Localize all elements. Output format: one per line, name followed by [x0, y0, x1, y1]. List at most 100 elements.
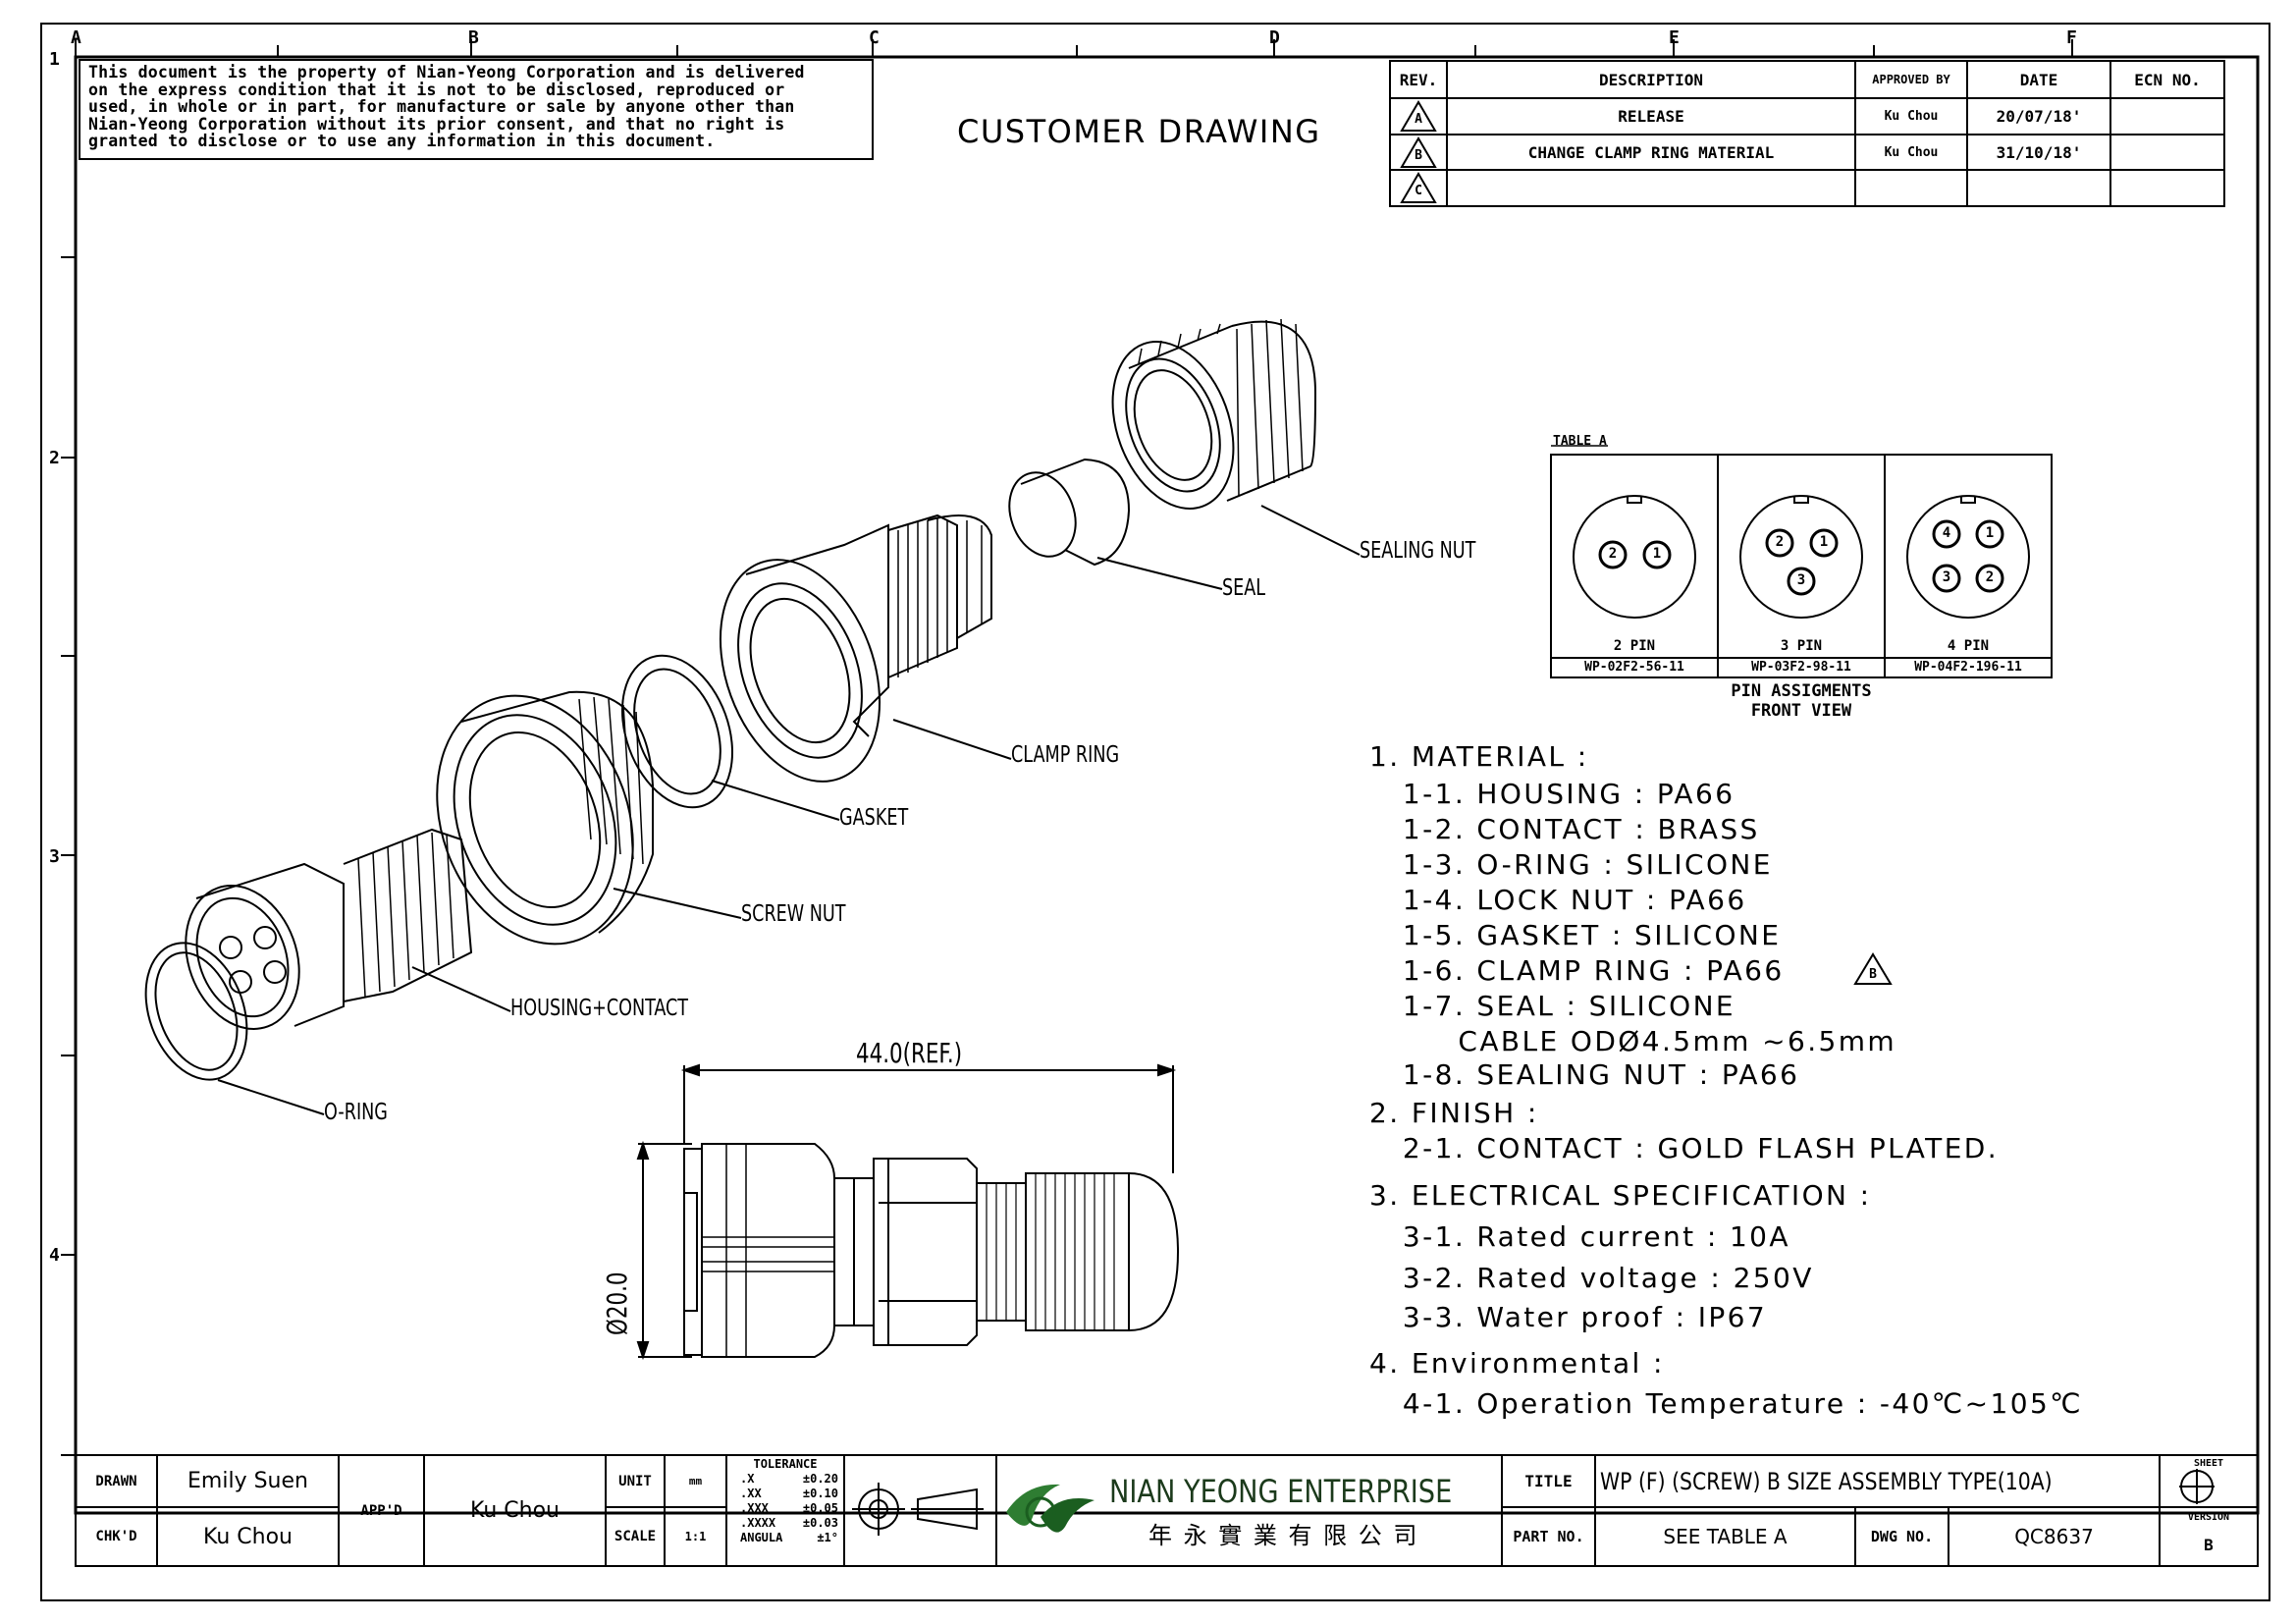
pin-3p-1: 1 — [1819, 534, 1829, 550]
tb-part-label: PART NO. — [1513, 1528, 1584, 1545]
zone-row-1: 1 — [49, 49, 60, 70]
pin-caption-2: FRONT VIEW — [1750, 701, 1852, 721]
tolerance-row: .XXXX±0.03 — [740, 1516, 838, 1530]
label-screw-nut: SCREW NUT — [741, 901, 846, 927]
rev-header-date: DATE — [2019, 70, 2058, 89]
tb-dwg-value: QC8637 — [2014, 1525, 2094, 1548]
rev-a-date: 20/07/18' — [1996, 107, 2082, 126]
spec-line: CABLE ODØ4.5mm ~6.5mm — [1369, 1025, 1897, 1057]
tb-part-value: SEE TABLE A — [1663, 1525, 1788, 1548]
exploded-assembly — [144, 318, 1361, 1115]
zone-col-e: E — [1669, 27, 1680, 48]
label-gasket: GASKET — [839, 805, 909, 831]
zone-col-b: B — [468, 27, 479, 48]
spec-line: 4-1. Operation Temperature : -40℃~105℃ — [1369, 1387, 2084, 1420]
tolerance-row: .XX±0.10 — [740, 1487, 838, 1500]
drawing-title: CUSTOMER DRAWING — [957, 113, 1321, 150]
dim-length: 44.0(REF.) — [856, 1037, 963, 1069]
tb-version-value: B — [2204, 1535, 2214, 1554]
tolerance-row: ANGULA±1° — [740, 1531, 838, 1544]
tolerance-title: TOLERANCE — [753, 1457, 818, 1471]
label-seal: SEAL — [1222, 575, 1266, 601]
pin-2-label: 2 PIN — [1613, 638, 1656, 654]
spec-line: 2-1. CONTACT : GOLD FLASH PLATED. — [1369, 1132, 2000, 1164]
label-clamp-ring: CLAMP RING — [1011, 742, 1120, 768]
rev-b-ecn — [2110, 135, 2224, 170]
spec-line: 1-4. LOCK NUT : PA66 — [1369, 884, 1747, 916]
tolerance-row: .XXX±0.05 — [740, 1501, 838, 1515]
spec-line: 3. ELECTRICAL SPECIFICATION : — [1369, 1179, 1872, 1212]
tb-sheet-label: SHEET — [2193, 1457, 2224, 1469]
tb-unit-label: UNIT — [618, 1473, 652, 1489]
pin-table-title: TABLE A — [1553, 434, 1607, 449]
confidentiality-notice: This document is the property of Nian-Ye… — [79, 59, 874, 160]
assembled-view — [636, 1063, 1180, 1361]
tb-version-label: VERSION — [2187, 1511, 2230, 1523]
tb-drawn-value: Emily Suen — [187, 1469, 308, 1493]
label-sealing-nut: SEALING NUT — [1360, 538, 1476, 564]
spec-line: 1-5. GASKET : SILICONE — [1369, 919, 1782, 951]
rev-header-rev: REV. — [1399, 70, 1438, 89]
pin-4p-1: 1 — [1985, 525, 1995, 541]
tb-appd-label: APP'D — [360, 1502, 402, 1519]
spec-line: 1. MATERIAL : — [1369, 740, 1589, 773]
tb-chkd-label: CHK'D — [95, 1529, 137, 1544]
rev-a-approved: Ku Chou — [1884, 109, 1939, 124]
notice-line: Nian-Yeong Corporation without its prior… — [88, 114, 785, 134]
spec-line: 3-3. Water proof : IP67 — [1369, 1301, 1768, 1333]
spec-line: 1-6. CLAMP RING : PA66 — [1369, 954, 1785, 987]
rev-mark-a: A — [1415, 111, 1422, 127]
tb-unit-value: mm — [688, 1475, 703, 1488]
tb-title-value: WP (F) (SCREW) B SIZE ASSEMBLY TYPE(10A) — [1600, 1467, 2053, 1495]
spec-line: 1-1. HOUSING : PA66 — [1369, 778, 1735, 810]
spec-line: 3-2. Rated voltage : 250V — [1369, 1262, 1814, 1294]
notice-line: used, in whole or in part, for manufactu… — [88, 97, 795, 116]
tb-dwg-label: DWG NO. — [1870, 1528, 1934, 1545]
tb-tolerance: TOLERANCE .X±0.20 .XX±0.10 .XXX±0.05 .XX… — [730, 1457, 840, 1563]
tb-appd-value: Ku Chou — [470, 1498, 560, 1523]
pin-3-partno: WP-03F2-98-11 — [1751, 660, 1851, 675]
pin-2p-2: 2 — [1608, 546, 1618, 562]
pin-4p-2: 2 — [1985, 569, 1995, 585]
rev-b-approved: Ku Chou — [1884, 144, 1939, 160]
spec-line: 1-7. SEAL : SILICONE — [1369, 990, 1736, 1022]
pin-3-label: 3 PIN — [1780, 638, 1823, 654]
tolerance-row: .X±0.20 — [740, 1472, 838, 1486]
zone-row-4: 4 — [49, 1245, 60, 1266]
label-o-ring: O-RING — [324, 1100, 388, 1125]
pin-4-partno: WP-04F2-196-11 — [1914, 660, 2022, 675]
pin-2p-1: 1 — [1652, 546, 1662, 562]
zone-col-a: A — [71, 27, 81, 48]
spec-line: 1-8. SEALING NUT : PA66 — [1369, 1058, 1800, 1091]
dim-diameter: Ø20.0 — [601, 1271, 633, 1335]
rev-a-description: RELEASE — [1618, 107, 1684, 126]
tb-scale-label: SCALE — [614, 1529, 657, 1544]
zone-col-c: C — [869, 27, 880, 48]
rev-mark-c: C — [1415, 183, 1422, 198]
zone-row-2: 2 — [49, 448, 60, 468]
rev-a-ecn — [2110, 98, 2224, 135]
rev-header-description: DESCRIPTION — [1599, 70, 1703, 89]
spec-line: 2. FINISH : — [1369, 1097, 1539, 1129]
zone-row-3: 3 — [49, 846, 60, 867]
rev-mark-b: B — [1415, 147, 1422, 163]
spec-line: 1-3. O-RING : SILICONE — [1369, 848, 1773, 881]
pin-4p-4: 4 — [1942, 525, 1951, 541]
rev-b-description: CHANGE CLAMP RING MATERIAL — [1527, 142, 1775, 162]
zone-col-d: D — [1269, 27, 1280, 48]
rev-b-date: 31/10/18' — [1996, 142, 2082, 162]
tb-drawn-label: DRAWN — [95, 1473, 137, 1489]
zone-col-f: F — [2066, 27, 2077, 48]
rev-header-ecn: ECN NO. — [2134, 70, 2201, 89]
pin-2-partno: WP-02F2-56-11 — [1584, 660, 1684, 675]
pin-4-label: 4 PIN — [1947, 638, 1990, 654]
pin-4p-3: 3 — [1942, 569, 1951, 585]
spec-revision-triangle — [1853, 952, 1893, 985]
tb-scale-value: 1:1 — [684, 1530, 707, 1543]
notice-line: This document is the property of Nian-Ye… — [88, 63, 805, 81]
tb-chkd-value: Ku Chou — [203, 1524, 293, 1549]
title-block-lines — [75, 1454, 2259, 1567]
spec-line: 4. Environmental : — [1369, 1347, 1665, 1380]
